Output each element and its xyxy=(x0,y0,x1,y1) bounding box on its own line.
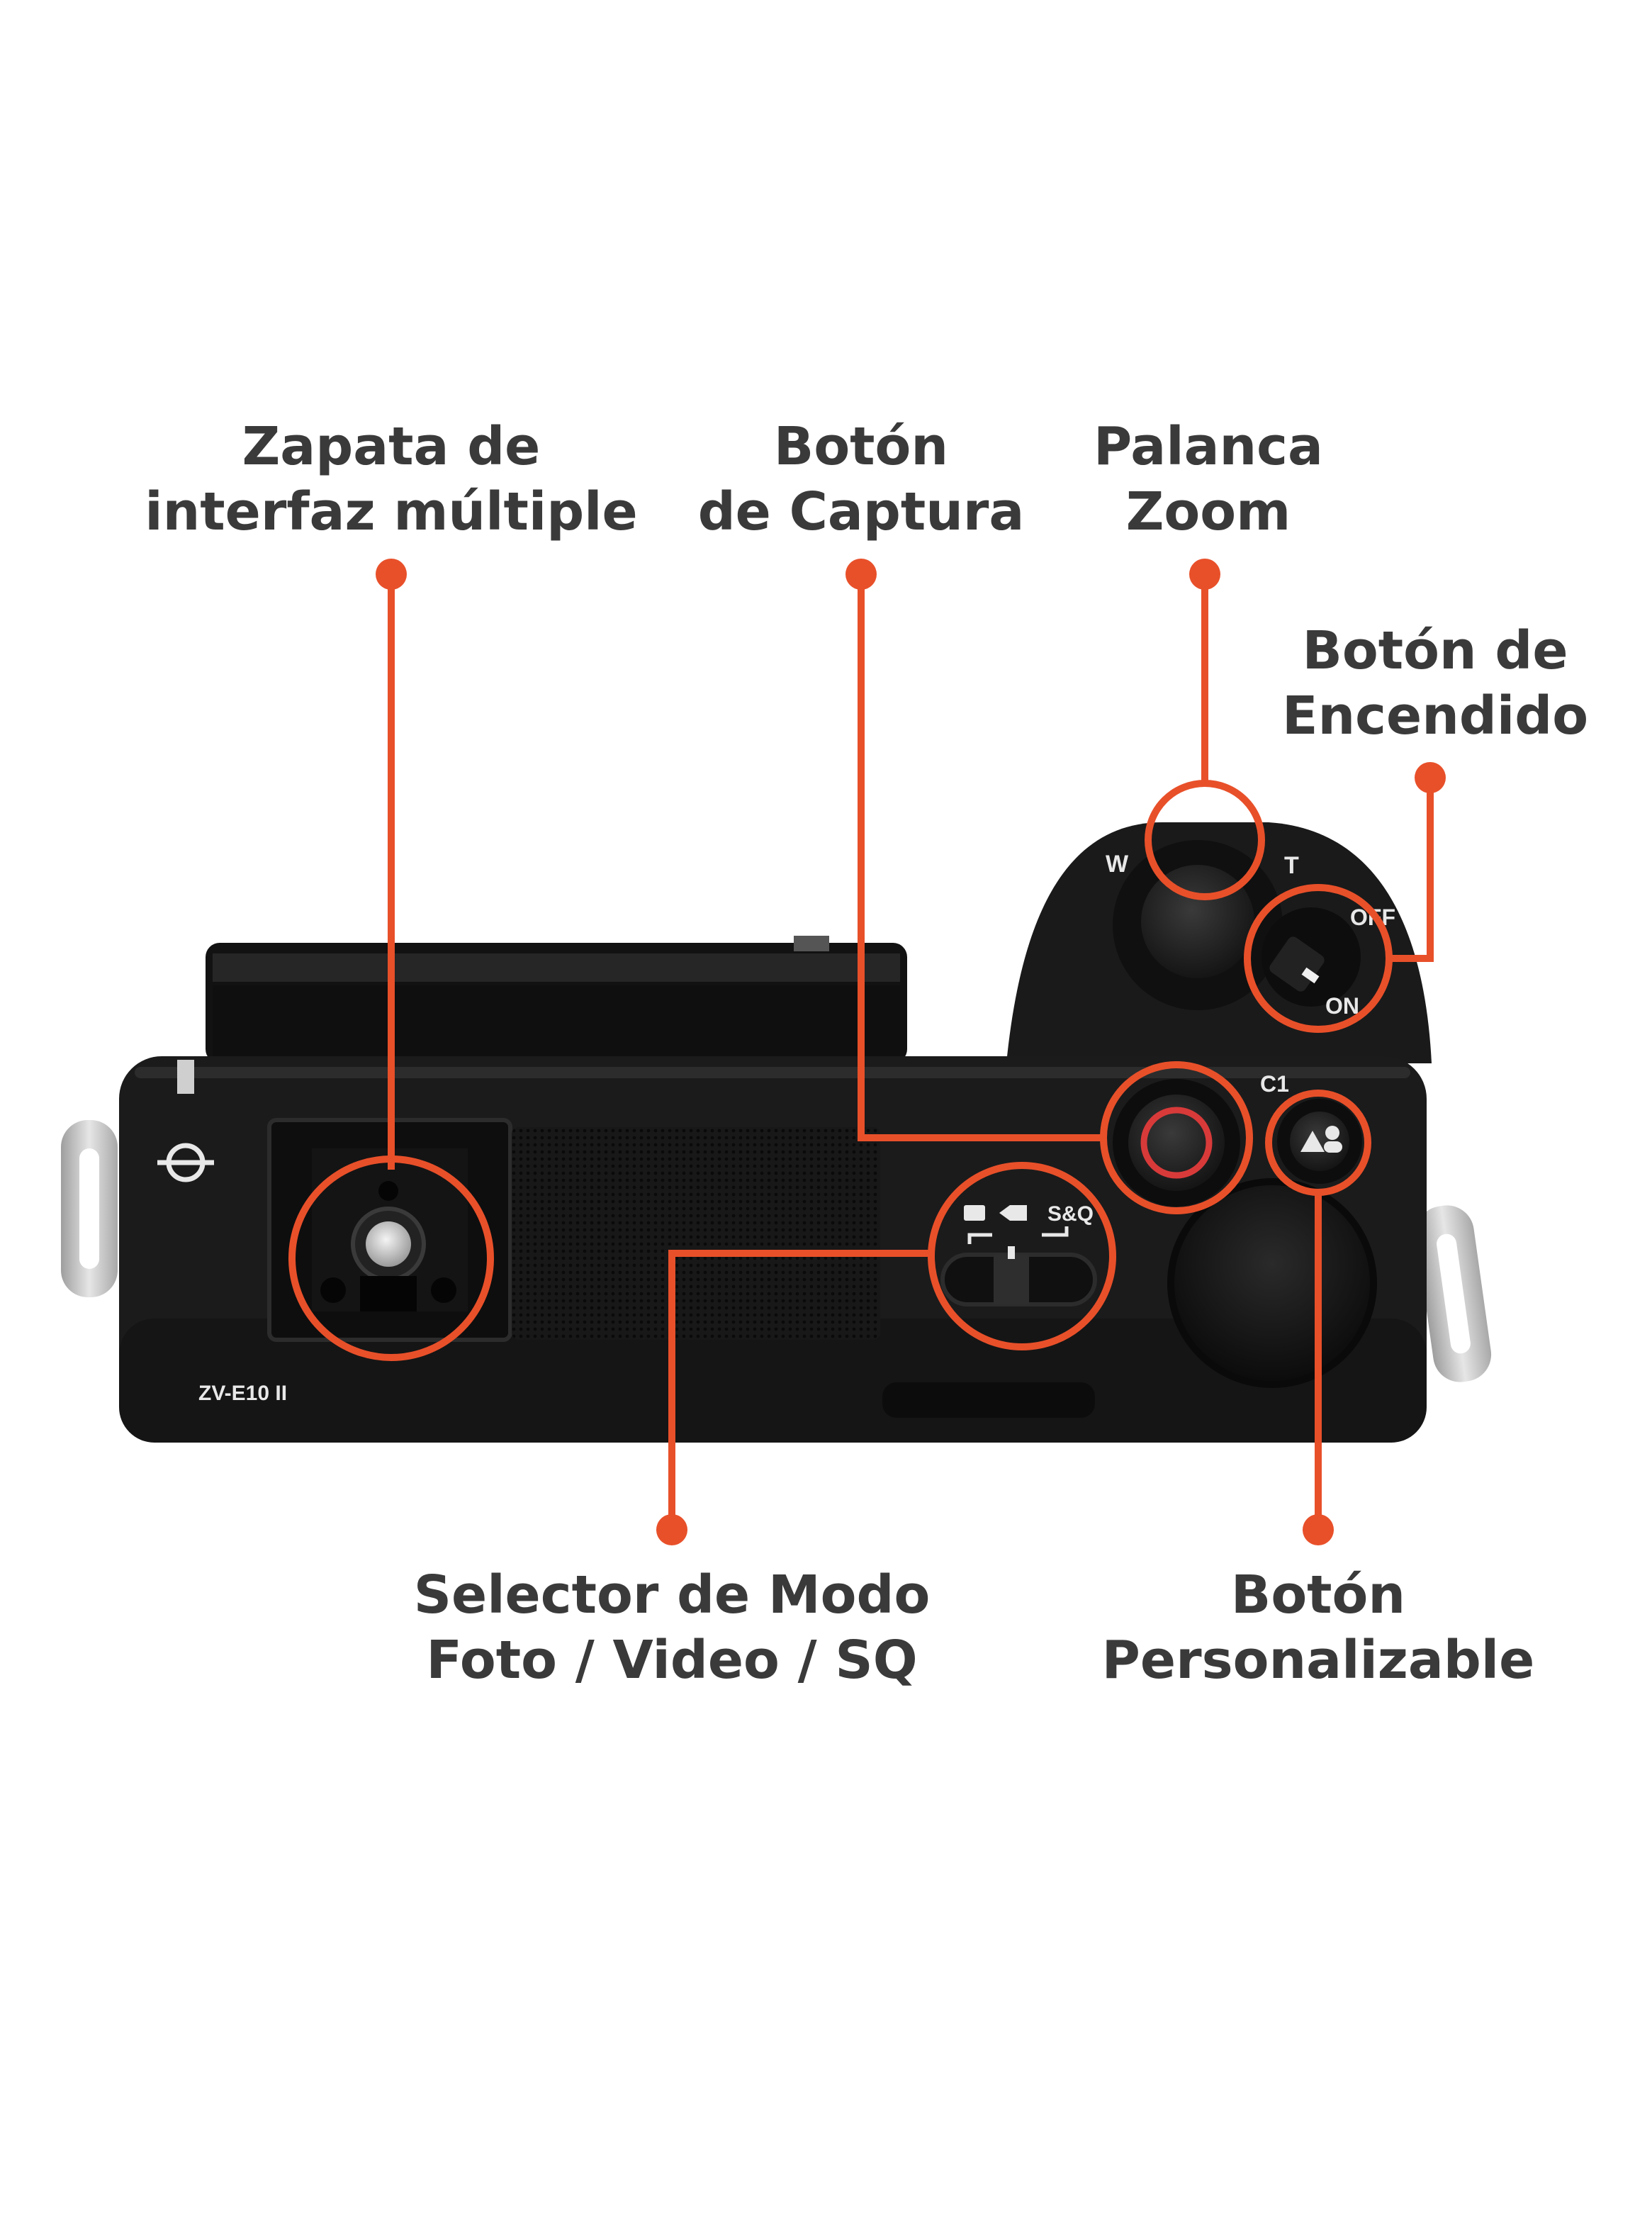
zoom-wide-label: W xyxy=(1106,851,1129,878)
hot-shoe-ring xyxy=(288,1155,494,1361)
callout-dots xyxy=(376,559,1446,1545)
power-leader xyxy=(1390,776,1434,962)
hot-shoe-label: Zapata de interfaz múltiple xyxy=(145,416,638,542)
power-on-label: ON xyxy=(1325,993,1359,1019)
mode-sq-label: S&Q xyxy=(1047,1202,1094,1226)
custom-key-label: C1 xyxy=(1260,1071,1289,1097)
mode-ring xyxy=(928,1162,1116,1350)
capture-leader xyxy=(858,574,1103,1141)
hot-shoe-dot xyxy=(376,559,407,590)
mode-selector-label: Selector de Modo Foto / Video / SQ xyxy=(413,1565,931,1691)
custom-button[interactable] xyxy=(1277,1099,1362,1184)
zoom-lever-label: Palanca Zoom xyxy=(1094,416,1323,542)
capture-button-label: Botón de Captura xyxy=(697,416,1025,542)
focal-plane-mark xyxy=(157,1143,214,1182)
zoom-ring xyxy=(1145,780,1265,900)
strap-lug-right xyxy=(1415,1205,1492,1382)
capture-ring xyxy=(1100,1061,1253,1214)
top-grille xyxy=(512,1127,880,1340)
lens-mount xyxy=(206,936,907,1063)
capture-dot xyxy=(845,559,877,590)
zoom-tele-label: T xyxy=(1284,852,1299,879)
model-label: ZV-E10 II xyxy=(198,1382,287,1405)
power-ring xyxy=(1244,884,1393,1033)
strap-lug-left xyxy=(61,1120,118,1297)
mode-dot xyxy=(656,1514,687,1545)
custom-button-label: Botón Personalizable xyxy=(1101,1565,1535,1691)
custom-ring xyxy=(1265,1090,1371,1196)
power-dot xyxy=(1415,762,1446,793)
callout-leaders xyxy=(288,574,1434,1530)
shutter-button[interactable] xyxy=(1113,1079,1240,1207)
mic-marker xyxy=(177,1060,194,1094)
mode-selector[interactable] xyxy=(940,1205,1097,1306)
power-button-label: Botón de Encendido xyxy=(1281,620,1589,746)
power-switch[interactable] xyxy=(1262,907,1361,1007)
mode-leader xyxy=(668,1250,934,1530)
custom-dot xyxy=(1303,1514,1334,1545)
zoom-dot xyxy=(1189,559,1220,590)
